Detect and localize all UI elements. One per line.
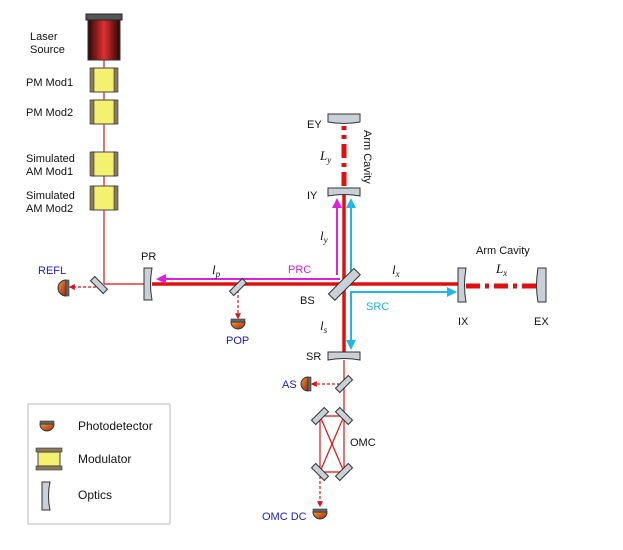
as-photodetector	[300, 376, 312, 392]
label-prc: PRC	[288, 264, 311, 276]
omc-mirrors	[310, 406, 354, 482]
legend-modulator-icon	[35, 447, 63, 471]
ex-mirror	[536, 267, 547, 303]
label-pm-mod1: PM Mod1	[26, 77, 73, 89]
legend-optics-icon	[41, 481, 51, 511]
laser-source	[85, 13, 123, 61]
ix-mirror	[457, 267, 467, 303]
legend-photodetector-label: Photodetector	[78, 419, 153, 433]
label-am-mod2-b: AM Mod2	[26, 203, 73, 215]
label-ls: ls	[320, 318, 328, 335]
legend-photodetector-icon	[39, 420, 55, 432]
legend-optics-label: Optics	[78, 488, 112, 502]
label-Ly: Ly	[319, 148, 331, 165]
as-pickoff	[334, 374, 354, 394]
pm-mod2	[89, 99, 119, 125]
label-am-mod1-a: Simulated	[26, 153, 75, 165]
refl-pickoff	[89, 275, 109, 295]
label-iy: IY	[307, 190, 318, 202]
label-lx: lx	[392, 262, 400, 279]
label-arm-cavity-x: Arm Cavity	[476, 245, 530, 257]
label-sr: SR	[306, 351, 321, 363]
label-pop: POP	[226, 335, 249, 347]
label-laser-2: Source	[30, 44, 65, 56]
legend: Photodetector Modulator Optics	[27, 403, 171, 525]
label-arm-cavity-y: Arm Cavity	[361, 130, 373, 184]
label-lp: lp	[212, 262, 221, 279]
label-laser-1: Laser	[30, 31, 58, 43]
label-ey: EY	[307, 119, 322, 131]
omc-dc-photodetector	[312, 508, 328, 520]
src-arrows	[346, 198, 457, 350]
pm-mod1	[89, 67, 119, 93]
iy-mirror	[327, 187, 361, 197]
label-ix: IX	[458, 316, 469, 328]
prc-arrows	[156, 198, 342, 284]
pop-photodetector	[230, 318, 246, 330]
label-src: SRC	[366, 301, 389, 313]
label-ex: EX	[534, 316, 549, 328]
label-omc: OMC	[350, 437, 376, 449]
label-am-mod2-a: Simulated	[26, 190, 75, 202]
beamsplitter	[327, 267, 361, 301]
label-Lx: Lx	[495, 261, 507, 278]
pr-mirror	[143, 267, 153, 301]
am-mod1	[89, 151, 119, 177]
label-bs: BS	[300, 295, 315, 307]
legend-modulator-label: Modulator	[78, 452, 131, 466]
label-as: AS	[282, 379, 297, 391]
ey-mirror	[327, 113, 361, 124]
pop-pickoff	[228, 277, 248, 297]
am-mod2	[89, 185, 119, 211]
label-pr: PR	[141, 251, 156, 263]
label-ly: ly	[320, 228, 328, 245]
label-omc-dc: OMC DC	[262, 511, 307, 523]
label-refl: REFL	[38, 265, 66, 277]
labels: Laser Source PM Mod1 PM Mod2 Simulated A…	[26, 31, 549, 523]
refl-photodetector	[57, 279, 70, 297]
sr-mirror	[327, 351, 361, 361]
label-am-mod1-b: AM Mod1	[26, 166, 73, 178]
label-pm-mod2: PM Mod2	[26, 107, 73, 119]
